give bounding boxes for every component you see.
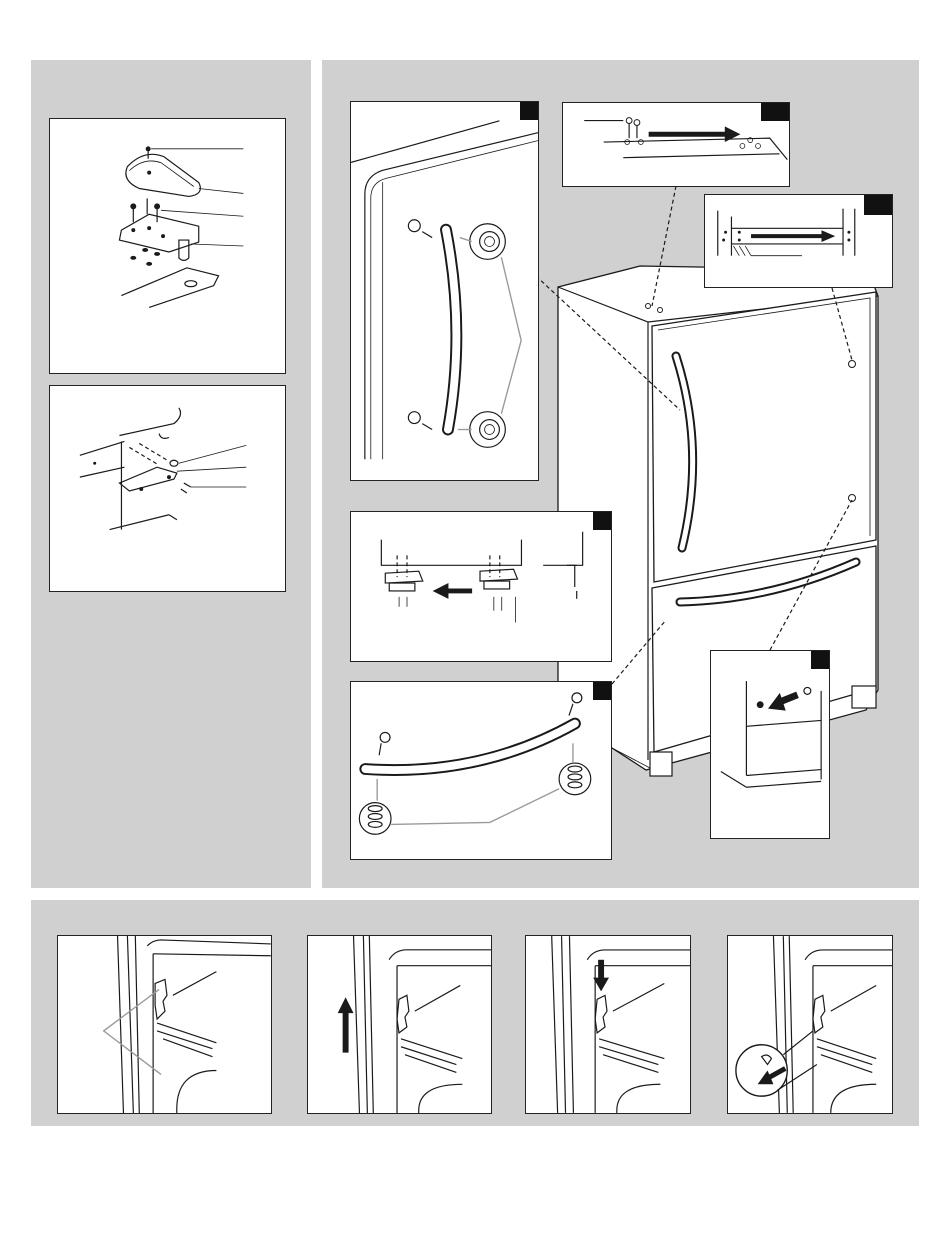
drawer-step-2 [307,935,492,1114]
step-badge [811,651,829,669]
hinge-plug-closeup [704,194,893,288]
step-badge [593,512,611,530]
top-hinge-drawing [50,119,285,373]
bottom-hinge-drawing [50,386,285,591]
drawer-step-4-drawing [728,936,892,1113]
door-handle-closeup-drawing [351,102,538,480]
drawer-step-3 [525,935,691,1114]
arrow-left-icon [768,693,798,711]
step-badge [864,195,892,215]
top-hinge-plug-closeup [562,102,790,187]
step-badge [761,103,789,121]
freezer-bracket-closeup [350,511,612,662]
step-badge [520,102,538,120]
top-hinge-exploded-view [49,118,286,374]
drawer-step-3-drawing [526,936,690,1113]
drawer-step-1-drawing [58,936,271,1113]
arrow-right-icon [751,230,835,242]
side-plug-closeup [710,650,830,839]
drawer-step-2-drawing [308,936,491,1113]
drawer-step-1 [57,935,272,1114]
door-handle-closeup [350,101,539,481]
freezer-handle-drawing [351,682,611,859]
freezer-bracket-drawing [351,512,611,661]
side-plug-drawing [711,651,829,838]
step-badge [593,682,611,700]
top-hinge-plug-drawing [563,103,789,186]
bottom-hinge-view [49,385,286,592]
arrow-up-icon [338,997,354,1052]
arrow-left-icon [433,583,472,599]
freezer-handle-closeup [350,681,612,860]
drawer-step-4 [727,935,893,1114]
